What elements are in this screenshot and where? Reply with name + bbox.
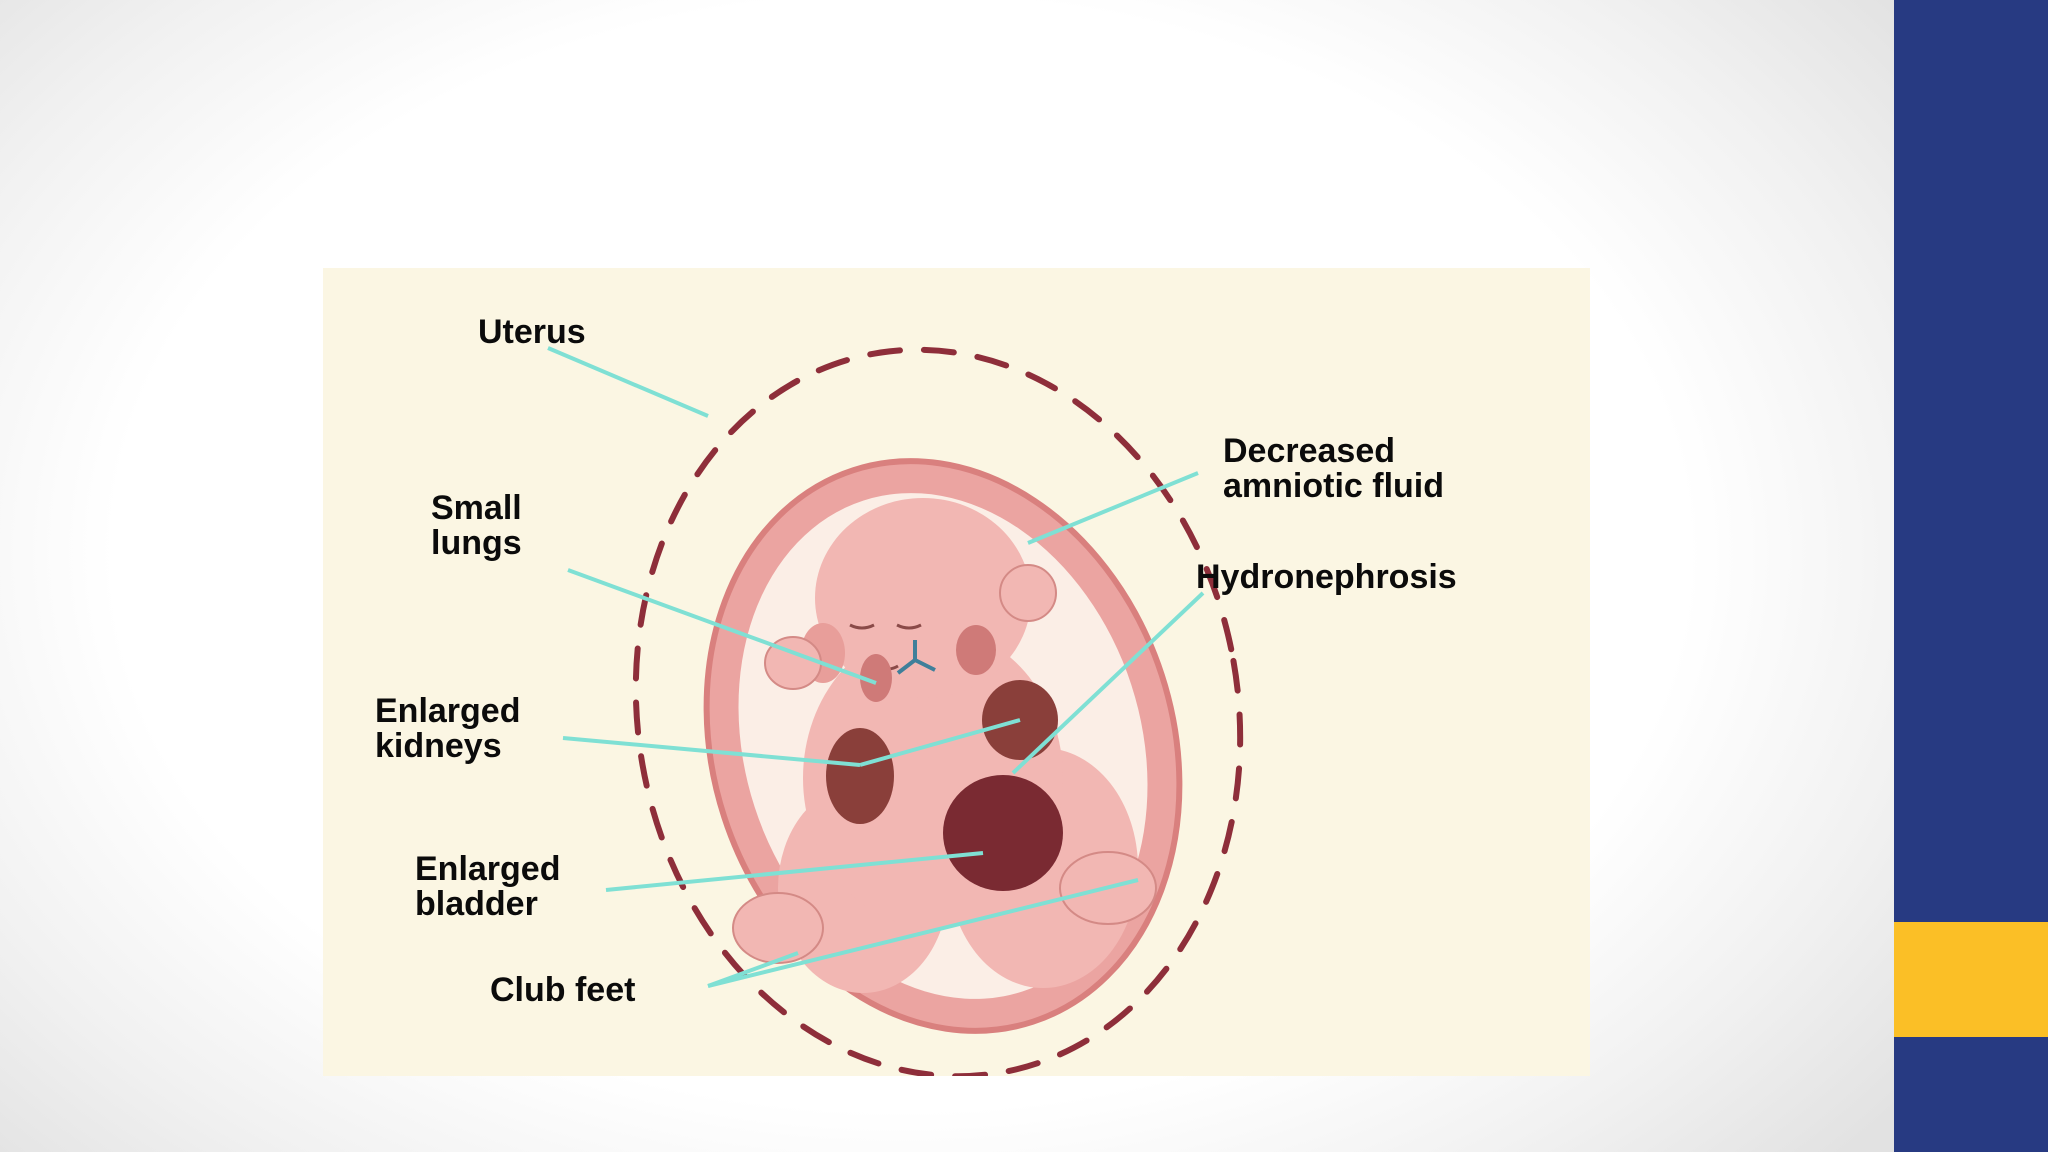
decreased-amniotic-fluid-label: Decreased amniotic fluid	[1223, 432, 1444, 505]
small-lungs-line-2: lungs	[431, 524, 522, 562]
leader-lines	[547, 346, 1205, 988]
enlarged-bladder-label: Enlarged bladder	[415, 850, 570, 923]
uterus-leader	[547, 346, 709, 418]
club-feet-label: Club feet	[490, 971, 635, 1009]
enlarged-kidneys-line-2: kidneys	[375, 727, 502, 765]
hydronephrosis-label: Hydronephrosis	[1196, 558, 1457, 596]
slide-side-accent	[1894, 922, 2048, 1037]
enlarged-kidneys-leader-right	[859, 718, 1021, 767]
oligohydramnios-diagram: Uterus Decreased amniotic fluid Small lu…	[323, 268, 1590, 1076]
small-lungs-line-1: Small	[431, 489, 522, 527]
small-lungs-leader	[567, 568, 877, 685]
enlarged-kidneys-leader-left	[562, 736, 861, 767]
trachea	[896, 640, 936, 675]
hydronephrosis-leader	[1011, 591, 1205, 775]
uterus-label: Uterus	[478, 313, 586, 351]
enlarged-bladder	[943, 775, 1063, 891]
small-lungs-label: Small lungs	[431, 489, 531, 562]
organs	[826, 625, 1063, 891]
enlarged-kidney-left	[826, 728, 894, 824]
enlarged-bladder-leader	[605, 851, 984, 892]
decreased-amniotic-fluid-line-2: amniotic fluid	[1223, 467, 1444, 505]
enlarged-kidneys-label: Enlarged kidneys	[375, 692, 530, 765]
enlarged-kidneys-line-1: Enlarged	[375, 692, 520, 730]
enlarged-bladder-line-2: bladder	[415, 885, 538, 923]
club-feet-leader-right	[707, 878, 1139, 988]
enlarged-bladder-line-1: Enlarged	[415, 850, 560, 888]
decreased-amniotic-fluid-leader	[1027, 471, 1199, 545]
small-lung-right	[956, 625, 996, 675]
small-lung-left	[860, 654, 892, 702]
decreased-amniotic-fluid-line-1: Decreased	[1223, 432, 1395, 470]
uterus-outline	[632, 346, 1244, 1076]
